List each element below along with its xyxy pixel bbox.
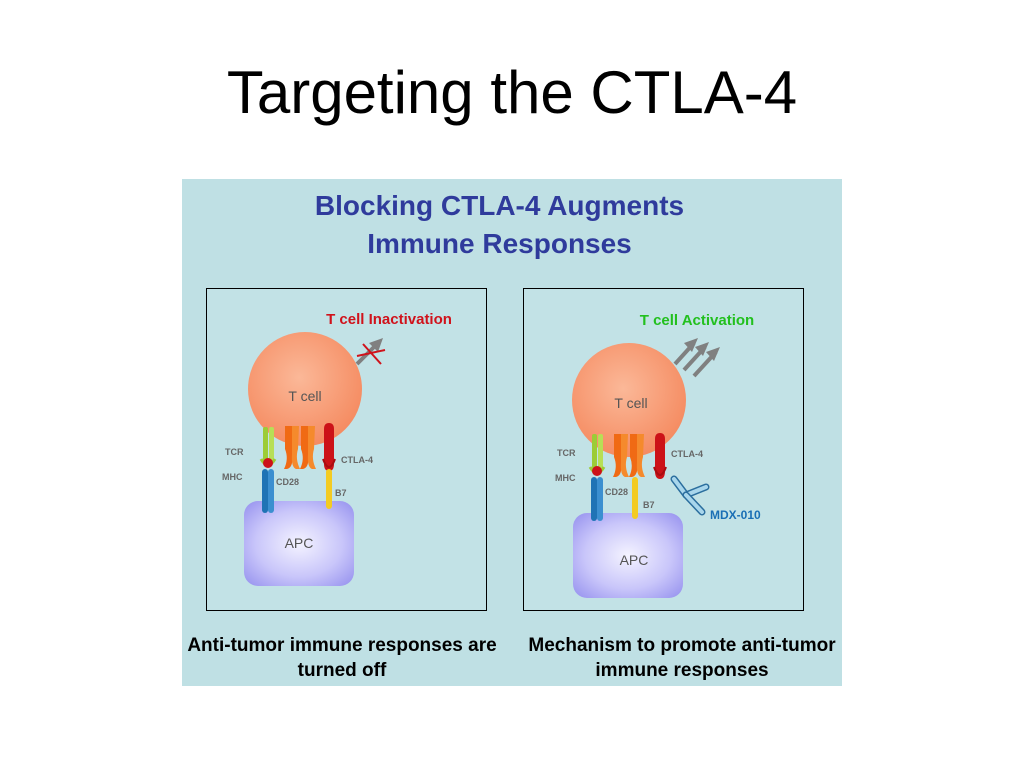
- tcr-label: TCR: [557, 448, 576, 458]
- ctla4-label: CTLA-4: [671, 449, 703, 459]
- tcr-label: TCR: [225, 447, 244, 457]
- t-cell-label: T cell: [288, 388, 321, 404]
- t-cell-label: T cell: [614, 395, 647, 411]
- apc-label: APC: [285, 535, 314, 551]
- mhc-receptor: [591, 477, 603, 521]
- ctla4-receptor: [653, 433, 667, 479]
- figure-title-line1: Blocking CTLA-4 Augments: [314, 190, 685, 221]
- panel-activation: T cell Activation APC T cell: [523, 288, 804, 611]
- blocked-arrow-icon: [355, 338, 386, 366]
- ctla4-label: CTLA-4: [341, 455, 373, 465]
- apc-cell: [244, 501, 354, 586]
- cd28-receptor: [613, 434, 645, 477]
- cd28-label: CD28: [276, 477, 299, 487]
- antigen-peptide: [592, 466, 602, 476]
- slide-title: Targeting the CTLA-4: [226, 59, 798, 126]
- figure-title-line2: Immune Responses: [367, 228, 632, 259]
- ctla4-receptor: [322, 423, 336, 471]
- cd28-receptor: [284, 426, 316, 469]
- antigen-peptide: [263, 458, 273, 468]
- activation-diagram: T cell Activation APC T cell: [555, 312, 761, 598]
- apc-cell: [573, 513, 683, 598]
- inactivation-heading: T cell Inactivation: [326, 311, 452, 328]
- mhc-label: MHC: [555, 473, 576, 483]
- apc-label: APC: [620, 552, 649, 568]
- t-cell: [572, 343, 686, 457]
- mhc-receptor: [262, 469, 274, 513]
- inactivation-diagram: T cell Inactivation APC T cell: [222, 311, 452, 586]
- mhc-label: MHC: [222, 472, 243, 482]
- cd28-label: CD28: [605, 487, 628, 497]
- caption-inactivation: Anti-tumor immune responses are turned o…: [187, 635, 497, 681]
- caption-activation: Mechanism to promote anti-tumor immune r…: [528, 635, 836, 681]
- antibody-icon: [670, 475, 710, 516]
- b7-ligand: [632, 477, 638, 519]
- activation-arrows-icon: [673, 338, 720, 378]
- b7-label: B7: [643, 500, 655, 510]
- figure-title: Blocking CTLA-4 Augments Immune Response…: [182, 187, 817, 263]
- b7-ligand: [326, 469, 332, 509]
- antibody-label: MDX-010: [710, 508, 761, 522]
- b7-label: B7: [335, 488, 347, 498]
- activation-heading: T cell Activation: [640, 312, 754, 329]
- diagram-figure: Blocking CTLA-4 Augments Immune Response…: [182, 179, 842, 686]
- t-cell: [248, 332, 362, 446]
- panel-inactivation: T cell Inactivation APC T cell: [206, 288, 487, 611]
